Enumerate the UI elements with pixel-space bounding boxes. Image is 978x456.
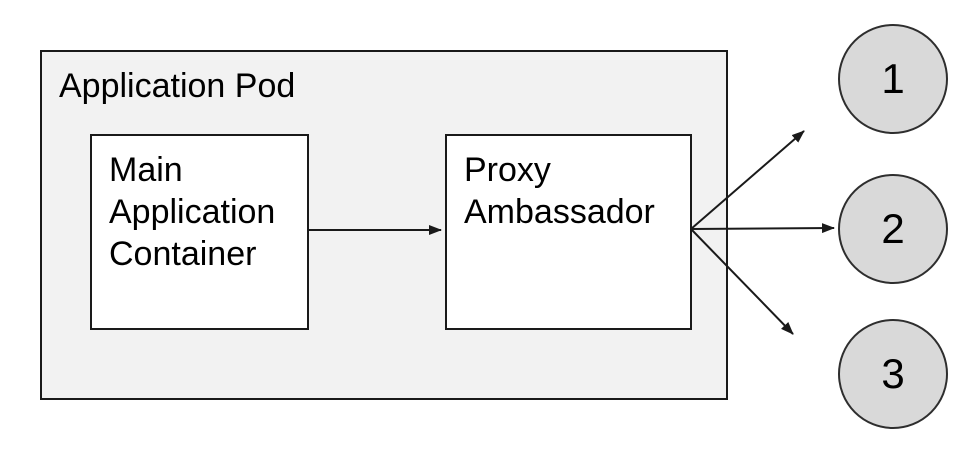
node-proxy-ambassador: Proxy Ambassador — [445, 134, 692, 330]
node-main-label: Main Application Container — [109, 151, 276, 273]
endpoint-2-label: 2 — [881, 205, 905, 252]
endpoint-circle-2: 2 — [838, 174, 948, 284]
endpoint-3-label: 3 — [881, 350, 905, 397]
node-main-application-container: Main Application Container — [90, 134, 309, 330]
node-proxy-label: Proxy Ambassador — [464, 151, 655, 231]
pod-title: Application Pod — [59, 67, 296, 105]
endpoint-circle-1: 1 — [838, 24, 948, 134]
endpoint-1-label: 1 — [881, 55, 905, 102]
endpoint-circle-3: 3 — [838, 319, 948, 429]
application-pod-group: Application Pod Main Application Contain… — [40, 50, 728, 400]
